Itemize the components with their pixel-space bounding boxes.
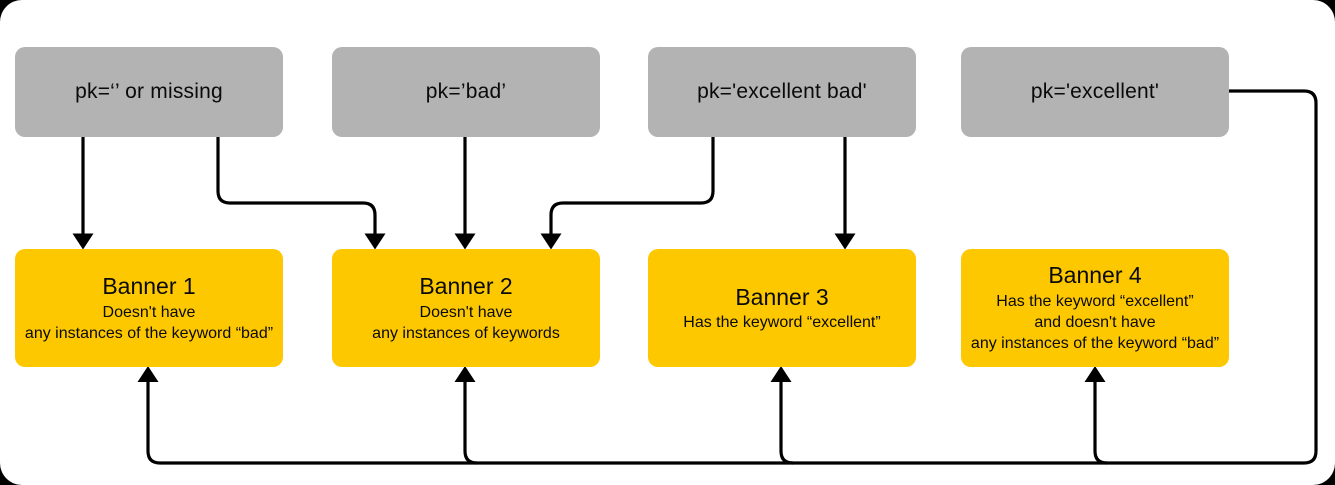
edge-pk-excellent-trunk (146, 89, 1318, 465)
source-label: pk='excellent bad' (697, 80, 867, 103)
banner-description-line: any instances of keywords (372, 324, 560, 342)
edge-pk-excellent-branch-banner-4 (1093, 380, 1108, 465)
banner-description-line: and doesn't have (1034, 314, 1156, 332)
banner-title: Banner 3 (735, 283, 829, 310)
source-box-pk-empty: pk=‘’ or missing (15, 47, 283, 137)
source-box-pk-excellent: pk='excellent' (961, 47, 1229, 137)
banner-box-1: Banner 1 Doesn't have any instances of t… (15, 249, 283, 367)
arrowhead-down-icon (72, 233, 94, 250)
arrowhead-down-icon (540, 233, 562, 250)
edge-pk-excellent-bad-to-banner-2 (549, 137, 715, 235)
edge-pk-excellent-branch-banner-2 (463, 380, 478, 465)
arrowhead-up-icon (454, 366, 476, 382)
banner-title: Banner 1 (102, 273, 196, 300)
arrowhead-down-icon (454, 233, 476, 250)
banner-description-line: any instances of the keyword “bad” (970, 335, 1220, 353)
banner-box-2: Banner 2 Doesn't have any instances of k… (332, 249, 600, 367)
banner-description-line: Doesn't have (102, 303, 196, 321)
source-box-pk-bad: pk=’bad’ (332, 47, 600, 137)
arrowhead-down-icon (364, 233, 386, 250)
source-label: pk=‘’ or missing (75, 80, 223, 103)
source-box-pk-excellent-bad: pk='excellent bad' (648, 47, 916, 137)
banner-description-line: any instances of the keyword “bad” (24, 324, 274, 342)
edge-pk-empty-to-banner-2 (216, 137, 377, 235)
banner-title: Banner 4 (1048, 262, 1142, 289)
banner-box-4: Banner 4 Has the keyword “excellent” and… (961, 249, 1229, 367)
arrowhead-up-icon (770, 366, 792, 382)
source-label: pk='excellent' (1030, 80, 1160, 103)
arrowhead-up-icon (137, 366, 159, 382)
banner-description-line: Has the keyword “excellent” (996, 293, 1194, 311)
source-label: pk=’bad’ (425, 80, 507, 103)
banner-box-3: Banner 3 Has the keyword “excellent” (648, 249, 916, 367)
arrowhead-down-icon (834, 233, 856, 250)
edge-pk-excellent-branch-banner-3 (779, 380, 794, 465)
arrowhead-up-icon (1084, 366, 1106, 382)
banner-description-line: Doesn't have (419, 303, 513, 321)
banner-title: Banner 2 (419, 273, 513, 300)
banner-description-line: Has the keyword “excellent” (683, 314, 881, 332)
